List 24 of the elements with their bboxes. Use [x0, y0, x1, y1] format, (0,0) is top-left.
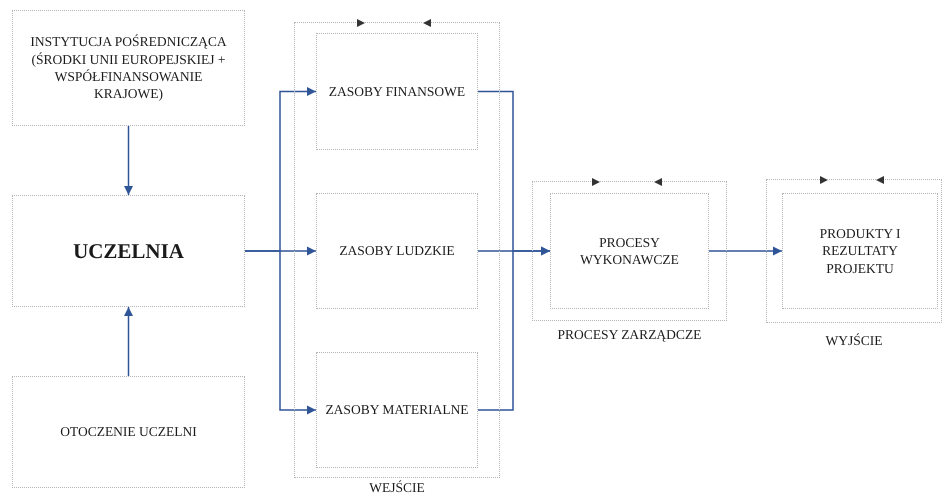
- process-box: [316, 193, 478, 309]
- box-label: PROCESY WYKONAWCZE: [579, 234, 680, 268]
- arrow: [709, 246, 782, 256]
- box-label: ZASOBY LUDZKIE: [339, 242, 455, 260]
- arrow: [245, 250, 316, 414]
- process-box: [316, 352, 478, 468]
- arrow: [478, 246, 550, 411]
- box-label: PRODUKTY I REZULTATY PROJEKTU: [818, 225, 902, 277]
- process-box: [550, 193, 709, 309]
- process-box: [316, 33, 478, 150]
- process-box: [12, 376, 245, 488]
- box-label: UCZELNIA: [73, 238, 184, 264]
- group-label: PROCESY ZARZĄDCZE: [556, 327, 702, 343]
- box-label: ZASOBY FINANSOWE: [328, 82, 466, 100]
- process-box: [782, 193, 938, 309]
- arrow: [124, 126, 133, 195]
- group-label: WEJŚCIE: [368, 480, 426, 496]
- box-label: OTOCZENIE UCZELNI: [60, 423, 197, 441]
- process-box: [12, 195, 245, 307]
- process-box: [12, 10, 245, 126]
- arrow: [124, 307, 133, 376]
- box-label: INSTYTUCJA POŚREDNICZĄCA (ŚRODKI UNII EUROPEJSKIEJ + WSPÓŁFINANSOWANIE KRAJOWE): [29, 33, 228, 103]
- group-label: WYJŚCIE: [824, 333, 884, 349]
- box-label: ZASOBY MATERIALNE: [325, 401, 469, 419]
